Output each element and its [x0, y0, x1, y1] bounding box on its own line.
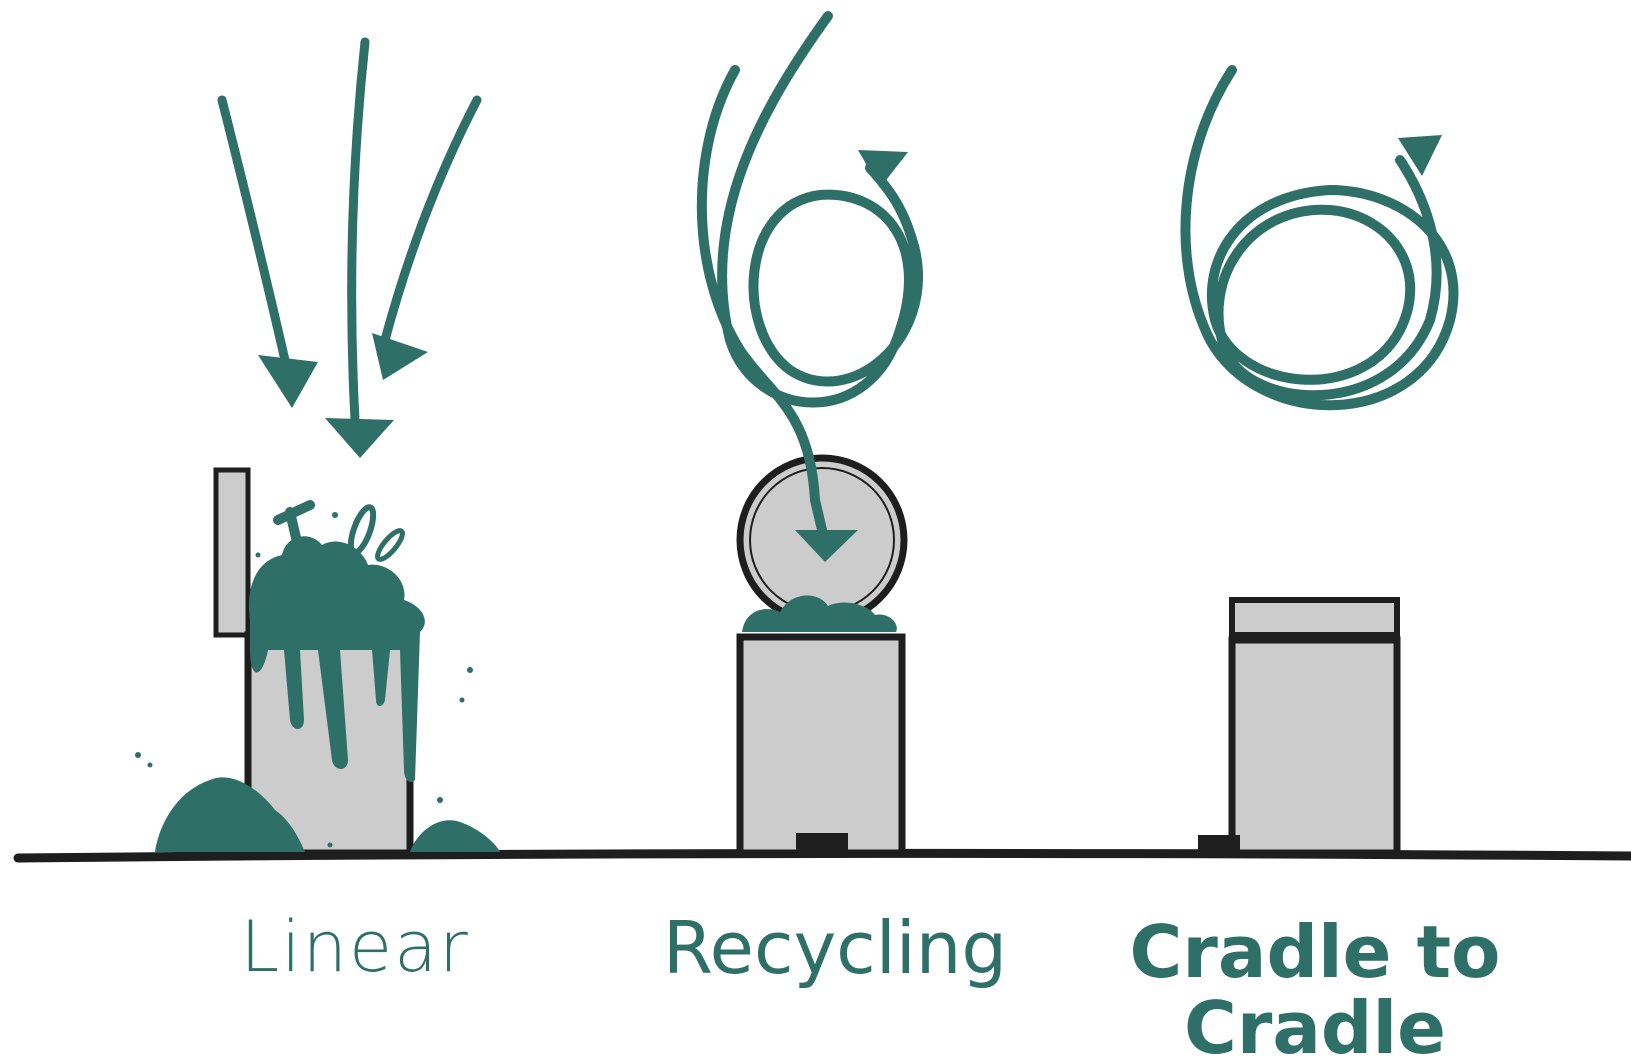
closed-loop-swirl-icon [1185, 70, 1453, 405]
linear-arrows-icon [222, 42, 477, 420]
cradle-label-line2: Cradle [1105, 991, 1525, 1063]
closed-loop-bin-icon [1198, 600, 1397, 853]
overflowing-bin-icon [135, 470, 500, 853]
recycling-panel-graphic [702, 16, 918, 853]
cradle-to-cradle-label: Cradle to Cradle [1105, 915, 1525, 1063]
cradle-panel-graphic [1185, 70, 1453, 853]
cradle-label-line1: Cradle to [1105, 915, 1525, 991]
linear-label: Linear [190, 912, 520, 982]
linear-panel-graphic [135, 42, 500, 853]
recycling-swirl-icon [702, 16, 918, 530]
recycling-label: Recycling [620, 912, 1050, 984]
